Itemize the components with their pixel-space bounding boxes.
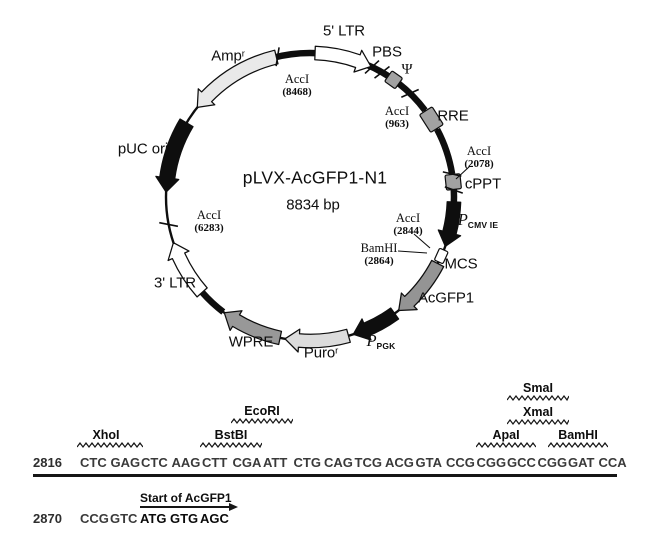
- zigzag-ecori: [231, 418, 293, 425]
- tick-cppt-2: [444, 186, 464, 194]
- site-label-ecori: EcoRI: [244, 404, 280, 418]
- tick-acci-8468: [275, 47, 280, 67]
- label-5-ltr: 5' LTR: [323, 22, 365, 40]
- zigzag-path: [507, 395, 569, 402]
- label-acgfp1: AcGFP1: [417, 289, 475, 307]
- leader-acci-2844: [413, 233, 431, 249]
- plasmid-size: 8834 bp: [286, 196, 340, 214]
- site-label-bstbi: BstBI: [214, 428, 248, 442]
- rre-box: [419, 106, 444, 133]
- zigzag-path: [200, 442, 262, 449]
- zigzag-path: [476, 442, 536, 448]
- label-puro-r: Puror: [303, 344, 339, 362]
- zigzag-path: [548, 442, 608, 448]
- codon-row1-2: CTC: [141, 455, 168, 470]
- amp-arrow: [196, 49, 279, 109]
- tick-pbs-2: [374, 65, 390, 79]
- label-wpre: WPRE: [228, 333, 274, 351]
- puro-arrow: [284, 328, 351, 353]
- puc-ori-arrow: [155, 118, 194, 193]
- zigzag-xmai: [507, 419, 569, 426]
- codon-row1-14: GCC: [507, 455, 536, 470]
- label-psi-packaging-signal: Ψ: [401, 61, 413, 78]
- label-amp-r: Ampr: [211, 47, 245, 65]
- plasmid-map: [155, 45, 471, 353]
- codon-row1-7: CTG: [293, 455, 321, 470]
- tick-pbs-1: [364, 59, 380, 75]
- plasmid-title: pLVX-AcGFP1-N1: [242, 167, 388, 188]
- zigzag-path: [231, 418, 293, 425]
- codon-row1-1: GAG: [110, 455, 141, 470]
- label-acci-8468: AccI (8468): [282, 71, 312, 98]
- sequence-position-2870: 2870: [33, 511, 62, 526]
- acgfp1-arrow: [398, 259, 445, 312]
- label-pbs: PBS: [372, 43, 402, 61]
- label-p-pgk: PPGK: [366, 331, 396, 351]
- mcs-box: [434, 247, 449, 264]
- label-acci-963: AccI (963): [384, 103, 410, 130]
- codon-row1-5: CGA: [232, 455, 262, 470]
- site-label-bamhi: BamHI: [558, 428, 598, 442]
- codon-row1-3: AAG: [171, 455, 201, 470]
- codon-row1-11: GTA: [415, 455, 442, 470]
- label-acci-6283: AccI (6283): [194, 207, 224, 234]
- zigzag-bstbi: [200, 442, 262, 449]
- codon-row1-10: ACG: [385, 455, 414, 470]
- codon-row1-15: CGG: [537, 455, 568, 470]
- site-label-xmai: XmaI: [523, 405, 553, 419]
- tick-acci-963: [400, 88, 420, 98]
- codon-row2-2: ATG: [140, 511, 167, 526]
- codon-row2-4: AGC: [200, 511, 229, 526]
- label-bamhi-2864: BamHI (2864): [360, 240, 398, 267]
- start-arrow-head: [229, 502, 238, 511]
- label-rre: RRE: [437, 107, 469, 125]
- label-cppt: cPPT: [464, 175, 502, 193]
- codon-row1-6: ATT: [263, 455, 288, 470]
- five-ltr-arrow: [314, 45, 372, 73]
- label-acci-2078: AccI (2078): [464, 143, 494, 170]
- tick-acci-6283: [159, 221, 179, 228]
- tick-cppt-1: [442, 171, 462, 177]
- segment-8468-5ltr: [271, 49, 316, 62]
- codon-row2-1: GTC: [110, 511, 138, 526]
- label-p-cmv-ie: PCMV IE: [457, 210, 499, 230]
- zigzag-path: [507, 419, 569, 426]
- zigzag-smai: [507, 395, 569, 402]
- label-acci-2844: AccI (2844): [393, 210, 423, 237]
- site-label-xhoi: XhoI: [92, 428, 120, 442]
- three-ltr-arrow: [167, 242, 208, 298]
- codon-row1-16: GAT: [568, 455, 595, 470]
- site-label-apai: ApaI: [492, 428, 520, 442]
- codon-row2-3: GTG: [170, 511, 199, 526]
- segment-wpre-3ltr: [199, 290, 226, 315]
- leader-acci-2078: [455, 165, 471, 180]
- codon-row1-4: CTT: [202, 455, 228, 470]
- codon-row1-17: CCA: [598, 455, 627, 470]
- codon-row1-0: CTC: [80, 455, 107, 470]
- start-of-acgfp1-label: Start of AcGFP1: [140, 491, 232, 505]
- sequence-position-2816: 2816: [33, 455, 62, 470]
- leader-bamhi-2864: [397, 250, 428, 254]
- codon-row1-9: TCG: [354, 455, 382, 470]
- codon-row1-12: CCG: [446, 455, 475, 470]
- codon-row1-13: CGG: [476, 455, 507, 470]
- label-3-ltr: 3' LTR: [154, 274, 196, 292]
- codon-row2-0: CCG: [80, 511, 109, 526]
- wpre-arrow: [223, 310, 283, 346]
- sequence-divider: [33, 474, 617, 477]
- zigzag-apai: [476, 442, 536, 448]
- codon-row1-8: CAG: [324, 455, 353, 470]
- site-label-smai: SmaI: [523, 381, 553, 395]
- zigzag-path: [77, 442, 143, 448]
- start-arrow-line: [140, 506, 230, 508]
- psi-box: [384, 70, 403, 89]
- label-mcs: MCS: [444, 255, 478, 273]
- label-puc-ori: pUC ori: [117, 140, 169, 158]
- zigzag-xhoi: [77, 442, 143, 448]
- segment-rre-cppt: [434, 127, 456, 175]
- zigzag-bamhi: [548, 442, 608, 448]
- p-pgk-arrow: [352, 307, 400, 341]
- p-cmv-ie-arrow: [437, 201, 462, 247]
